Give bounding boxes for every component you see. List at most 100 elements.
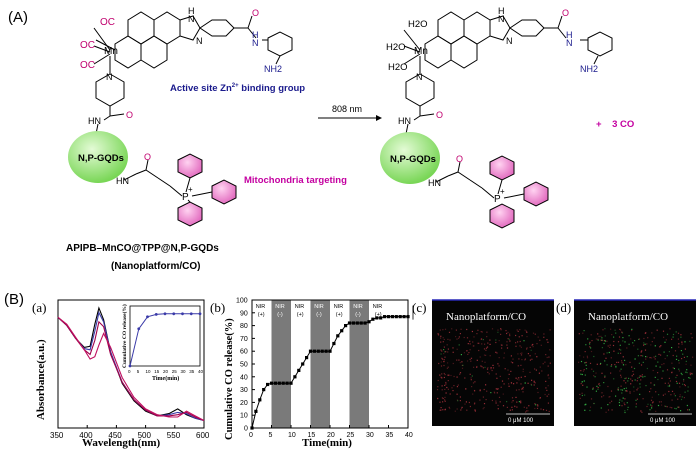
cell-speck (443, 372, 445, 375)
chart-b-point (277, 381, 281, 385)
cell-speck (515, 334, 517, 337)
cell-speck (609, 346, 611, 348)
chart-b-point (308, 349, 313, 353)
cell-speck (487, 371, 489, 373)
cell-speck (689, 340, 691, 342)
cell-speck (471, 386, 473, 388)
cell-speck (467, 353, 469, 355)
cell-speck (651, 396, 653, 398)
cell-speck (668, 385, 671, 387)
compound-name: APIPB–MnCO@TPP@N,P-GQDs (66, 243, 219, 254)
cell-speck (506, 332, 508, 335)
cell-speck (658, 401, 661, 403)
chart-b-point (383, 315, 387, 319)
cell-speck (536, 407, 539, 409)
nir-off-window-1 (310, 300, 330, 428)
cell-speck (678, 359, 680, 362)
cell-speck (641, 350, 643, 352)
cell-speck (474, 381, 476, 383)
cell-speck (525, 411, 527, 413)
cell-speck (497, 388, 499, 390)
cell-speck (495, 388, 497, 390)
cell-speck (651, 405, 653, 407)
cell-speck (478, 349, 480, 352)
cell-speck (464, 377, 466, 379)
cell-speck (460, 354, 462, 356)
cell-speck (678, 362, 680, 364)
cell-speck (593, 375, 595, 377)
cell-speck (508, 338, 510, 340)
cell-speck (620, 349, 622, 351)
cell-speck (444, 399, 446, 401)
cell-speck (661, 377, 663, 379)
cell-speck (596, 385, 598, 387)
cell-speck (442, 401, 444, 403)
cell-speck (466, 337, 469, 339)
cell-speck (668, 377, 670, 379)
cell-speck (502, 405, 505, 407)
cell-speck (519, 352, 522, 355)
chart-b-ytick-label: 90 (240, 310, 248, 317)
cell-speck (547, 374, 549, 376)
sub-d-label: (d) (556, 300, 571, 315)
cell-speck (471, 375, 473, 377)
cell-speck (640, 351, 642, 353)
cell-speck (502, 393, 504, 395)
cell-speck (442, 409, 444, 411)
cell-speck (495, 402, 497, 404)
cell-speck (459, 372, 462, 374)
cell-speck (446, 367, 448, 369)
cell-speck (671, 390, 674, 392)
cell-speck (601, 339, 603, 341)
cell-speck (653, 337, 655, 339)
cell-speck (589, 409, 591, 412)
cell-speck (644, 332, 647, 334)
cell-speck (543, 333, 545, 335)
amide-h-label: H (252, 30, 259, 40)
cell-speck (617, 387, 619, 389)
sub-c-label: (c) (412, 300, 426, 315)
inset-point (181, 312, 184, 316)
cell-speck (452, 347, 454, 349)
cell-speck (651, 332, 653, 334)
cell-speck (590, 350, 593, 353)
cell-speck (479, 356, 481, 358)
cell-speck (622, 364, 625, 366)
cell-speck (490, 392, 492, 394)
chart-b-xtick-label: 30 (366, 432, 374, 439)
cell-speck (674, 395, 676, 397)
cell-speck (663, 336, 665, 338)
cell-speck (615, 365, 617, 367)
cell-speck (447, 366, 449, 368)
cell-speck (675, 331, 677, 333)
cell-speck (447, 388, 449, 390)
cell-speck (632, 370, 634, 372)
cell-speck (629, 391, 631, 393)
cell-speck (510, 382, 512, 384)
cell-speck (606, 352, 608, 354)
cell-speck (441, 397, 443, 399)
cell-speck (447, 362, 449, 364)
cell-speck (616, 361, 618, 363)
cell-speck (628, 343, 630, 345)
cell-speck (672, 336, 674, 338)
cell-speck (483, 354, 486, 356)
cell-speck (506, 341, 508, 343)
cell-speck (447, 338, 449, 340)
cell-speck (618, 401, 620, 404)
chart-b-point (301, 362, 305, 366)
cell-speck (624, 359, 626, 361)
cell-speck (675, 376, 677, 379)
cell-speck (540, 408, 542, 410)
cell-speck (609, 396, 611, 398)
cell-speck (457, 400, 459, 402)
cell-speck (492, 364, 494, 366)
cell-speck (497, 363, 499, 365)
cell-speck (620, 368, 622, 370)
cell-speck (640, 364, 643, 366)
cell-speck (624, 377, 626, 380)
cell-speck (476, 365, 478, 368)
cell-speck (496, 388, 498, 390)
cell-speck (545, 387, 547, 389)
